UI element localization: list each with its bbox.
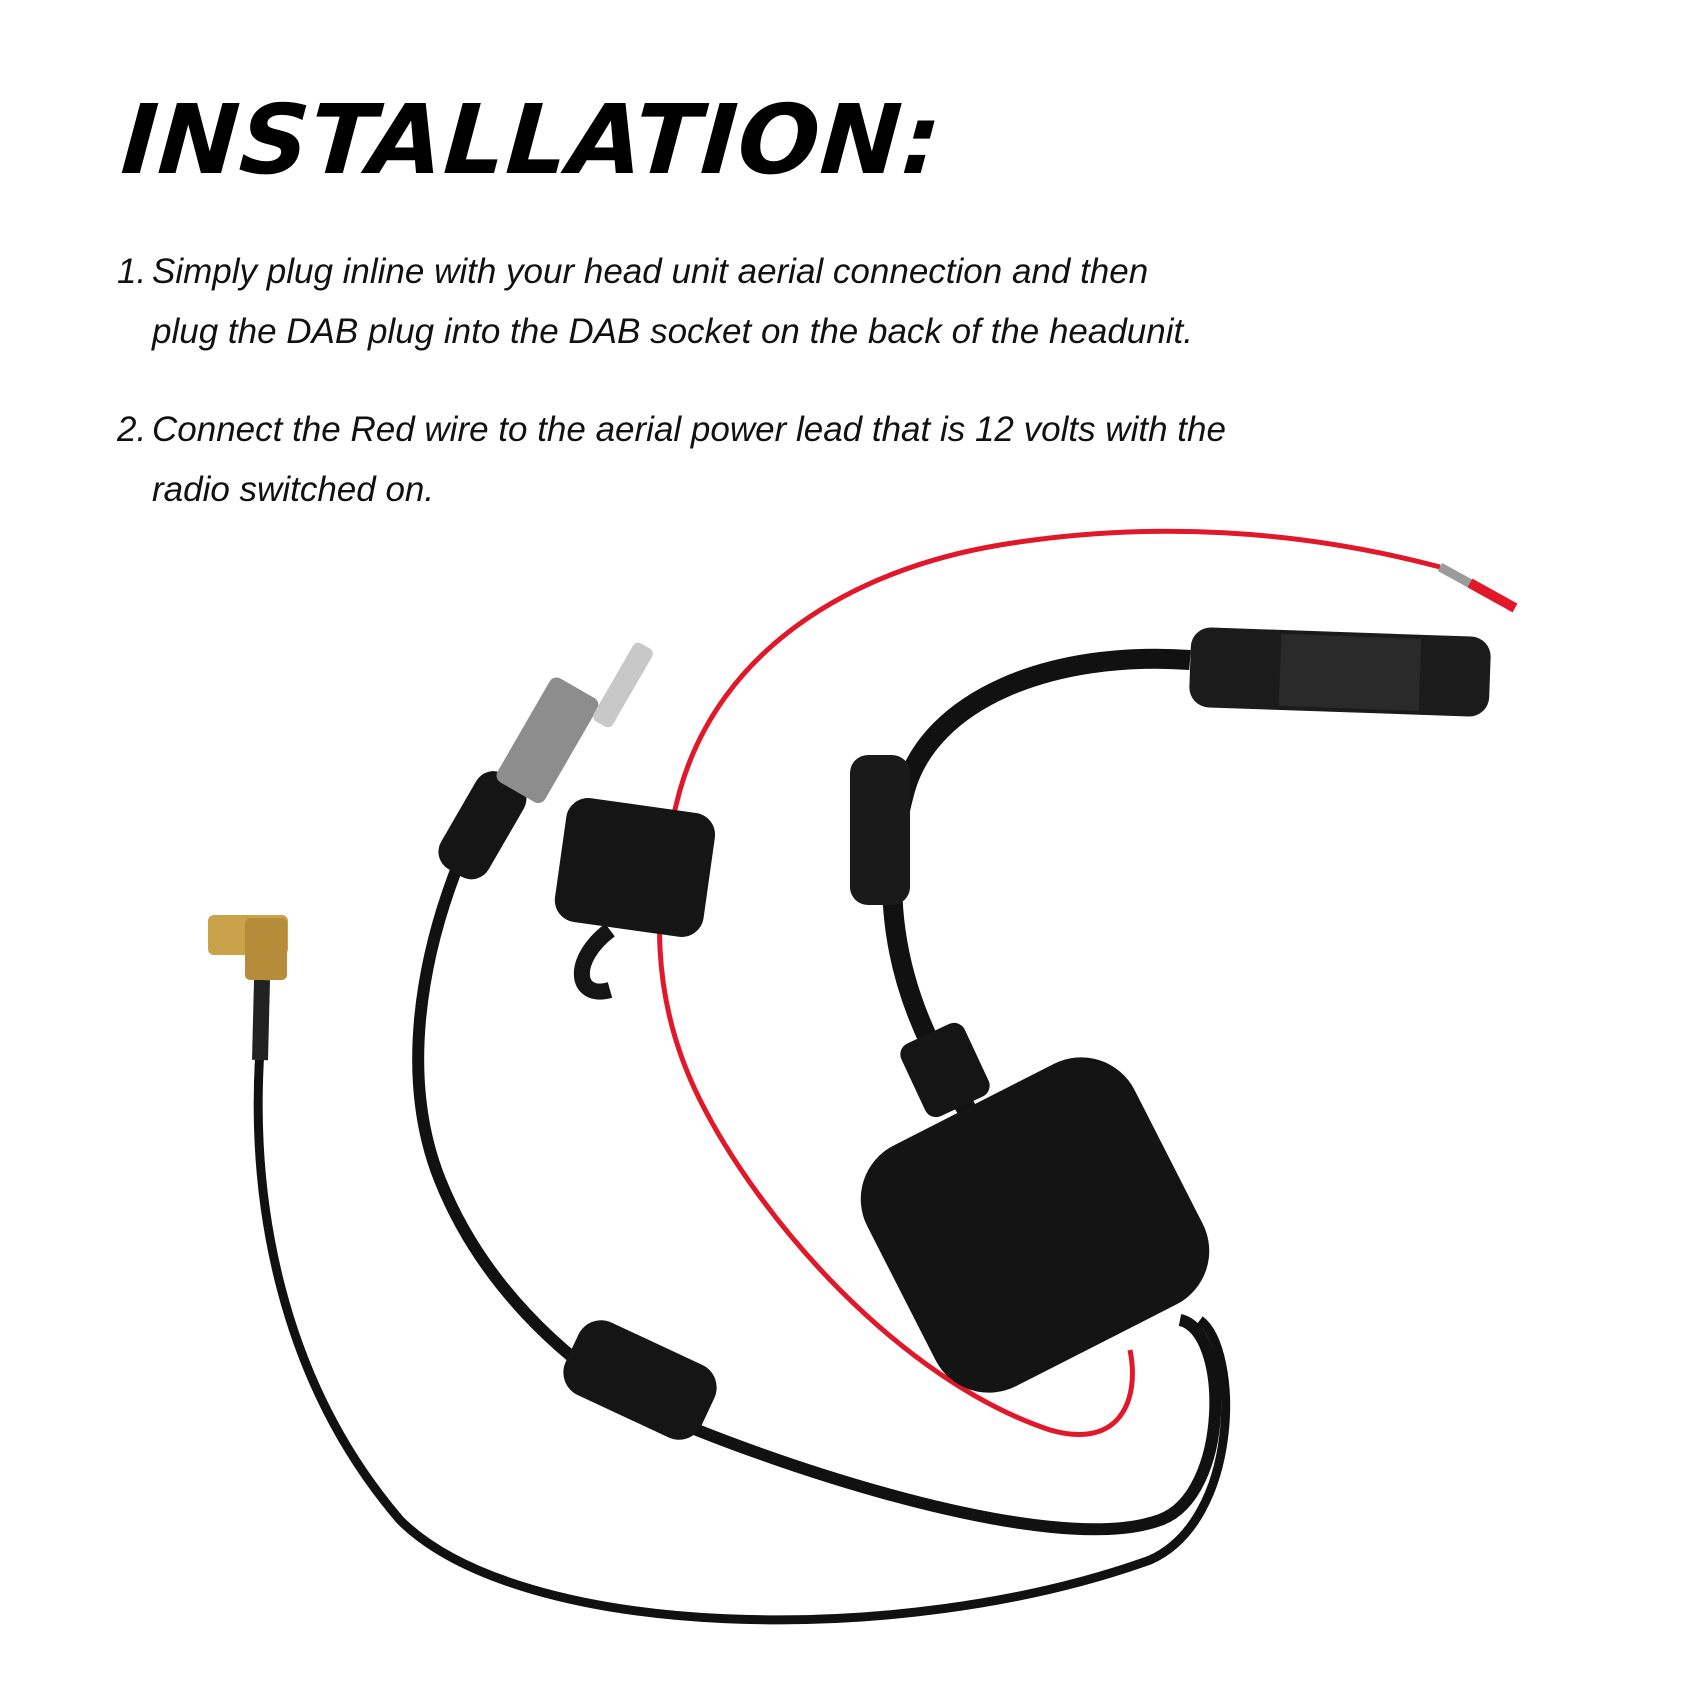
step-number: 1. [117,252,147,291]
step-2: 2. Connect the Red wire to the aerial po… [117,400,1417,520]
step-text: Connect the Red wire to the aerial power… [152,410,1226,509]
strain-relief [900,1022,990,1118]
fuse-holder-strap [573,923,616,1000]
step-text: Simply plug inline with your head unit a… [152,252,1193,351]
aerial-plug-pin [593,642,653,728]
ferrite-bead-lower [563,1320,717,1440]
red-wire-tip [1467,578,1518,613]
fuse-holder [554,798,716,937]
splitter-box [860,1057,1210,1393]
step-1: 1. Simply plug inline with your head uni… [117,242,1417,362]
smb-cable [253,1049,1231,1625]
aerial-plug-body [496,677,599,804]
aerial-plug-boot [438,771,527,880]
ferrite-bead-upper [850,755,910,905]
step-number: 2. [117,410,147,449]
